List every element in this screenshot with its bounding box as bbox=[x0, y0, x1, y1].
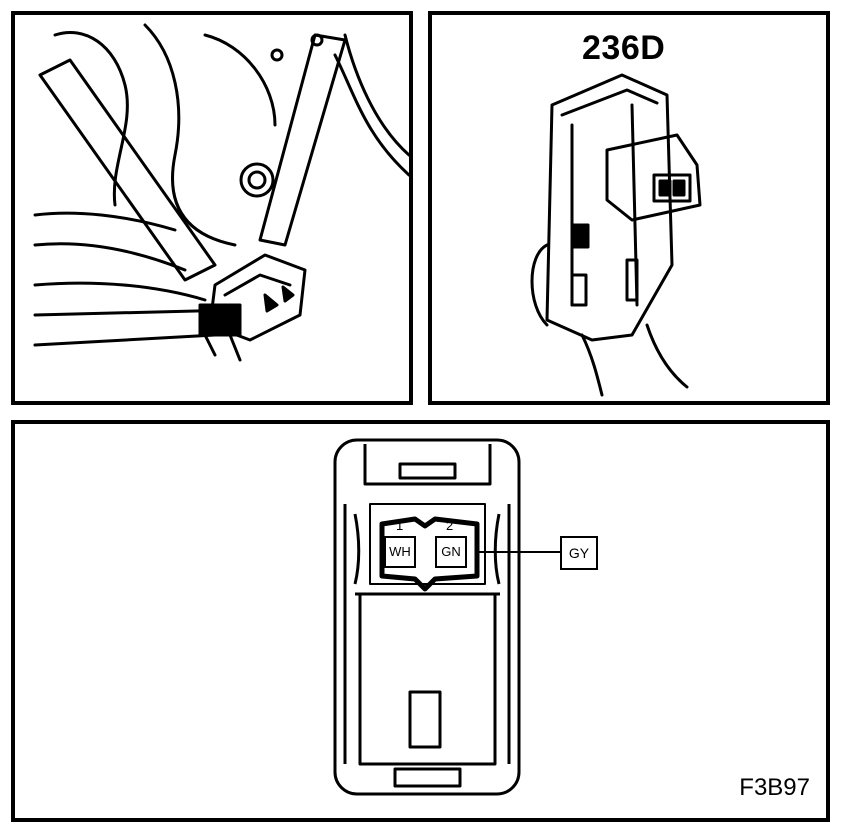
pin-2-wire-color: GN bbox=[435, 536, 467, 568]
pin-1-wire-color: WH bbox=[384, 536, 416, 568]
connector-housing-drawing bbox=[333, 438, 560, 796]
wire-color-tag: GY bbox=[560, 536, 598, 570]
part-label: 236D bbox=[582, 29, 666, 67]
pin-1-number: 1 bbox=[396, 518, 404, 533]
buckle-switch-drawing bbox=[530, 73, 702, 397]
seat-belt-buckle-drawing bbox=[33, 23, 409, 362]
seat-location-panel bbox=[11, 11, 413, 405]
pin-2-number: 2 bbox=[446, 518, 454, 533]
connector-face-panel: 1 2 WH GN GY F3B97 bbox=[11, 420, 830, 822]
part-panel: 236D bbox=[428, 11, 830, 405]
figure-code: F3B97 bbox=[739, 774, 810, 801]
